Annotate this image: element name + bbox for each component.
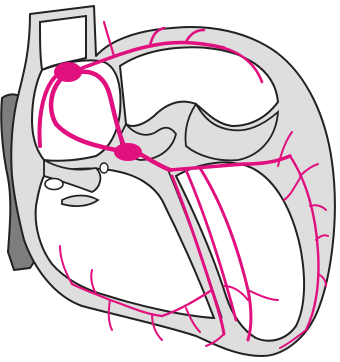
av-node [114, 143, 142, 161]
coronary-sinus-opening [45, 179, 63, 190]
small-opening [100, 163, 108, 173]
